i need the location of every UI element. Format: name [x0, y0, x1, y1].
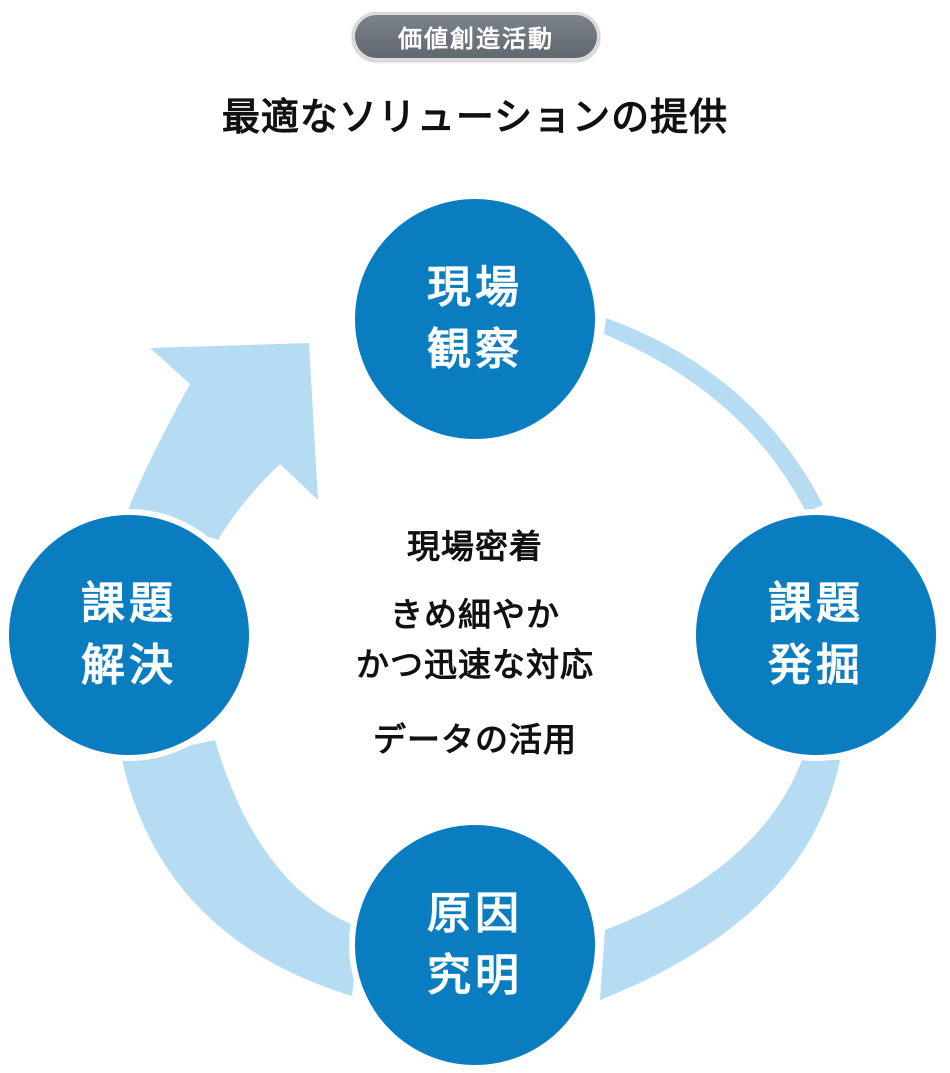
- cycle-node-discovery: 課題 発掘: [690, 509, 942, 761]
- cycle-node-label-line1: 現場: [427, 262, 523, 313]
- cycle-node-investigation: 原因 究明: [349, 819, 601, 1071]
- cycle-node-label-line1: 原因: [427, 888, 523, 939]
- cycle-node-label-line2: 解決: [81, 640, 177, 691]
- category-badge-label: 価値創造活動: [398, 25, 554, 53]
- cycle-node-label-line1: 課題: [81, 578, 177, 629]
- cycle-node-label-line2: 観察: [427, 324, 523, 375]
- cycle-arrow-segment-bottom-left: [122, 740, 360, 996]
- cycle-node-label-line2: 究明: [427, 950, 523, 1001]
- cycle-node-resolution: 課題 解決: [3, 509, 255, 761]
- cycle-node-observation: 現場 観察: [349, 193, 601, 445]
- center-text-onsite: 現場密着: [407, 527, 543, 566]
- center-text-response: きめ細やか かつ迅速な対応: [275, 590, 675, 690]
- center-text-response-line2: かつ迅速な対応: [356, 645, 594, 684]
- page-title: 最適なソリューションの提供: [221, 95, 729, 139]
- cycle-node-label-line2: 発掘: [768, 640, 864, 691]
- center-text-response-line1: きめ細やか: [390, 595, 560, 634]
- cycle-node-label-line1: 課題: [768, 578, 864, 629]
- cycle-arrow-head: [128, 343, 318, 540]
- category-badge: 価値創造活動: [352, 12, 600, 61]
- cycle-arrow-segment-right-bottom: [600, 760, 840, 1000]
- cycle-arrow-segment-top-right: [604, 318, 823, 512]
- center-text-data: データの活用: [373, 720, 577, 759]
